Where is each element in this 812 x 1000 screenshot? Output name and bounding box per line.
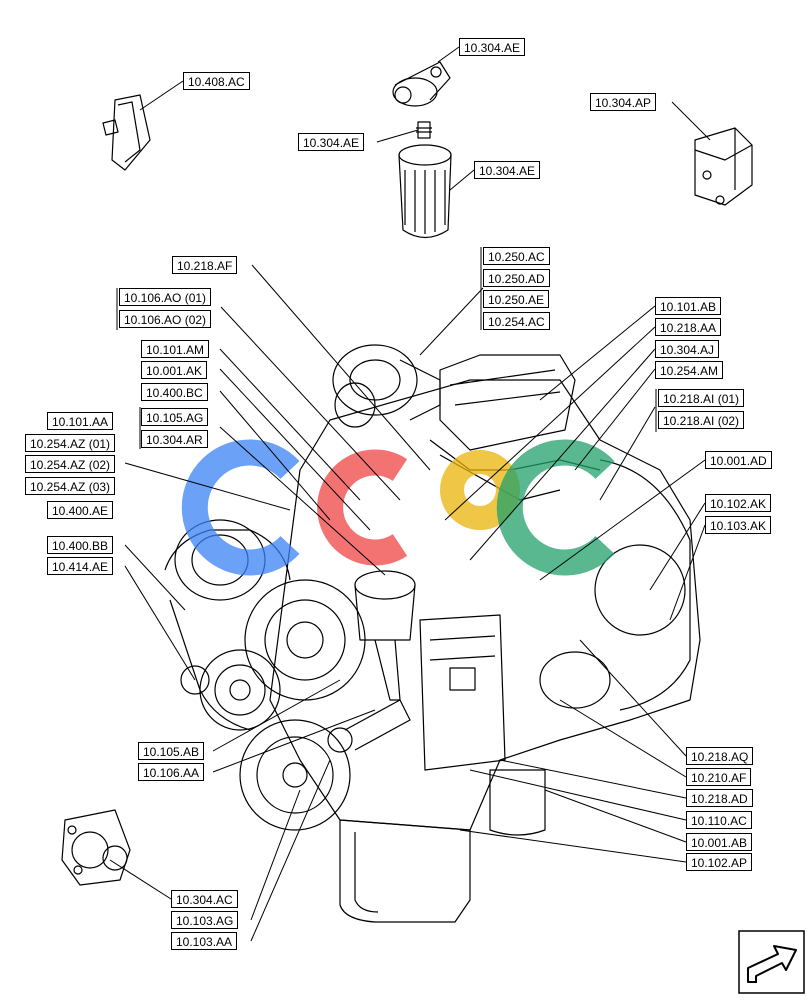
label-group-brackets — [116, 247, 657, 449]
label-10-105-ag[interactable]: 10.105.AG — [141, 408, 209, 426]
label-10-218-ad[interactable]: 10.218.AD — [686, 789, 753, 807]
label-10-218-ai-02[interactable]: 10.218.AI (02) — [658, 411, 745, 429]
leader-lines — [109, 46, 711, 942]
label-10-254-ac[interactable]: 10.254.AC — [483, 312, 550, 330]
label-10-103-ag[interactable]: 10.103.AG — [171, 911, 239, 929]
label-10-218-aq[interactable]: 10.218.AQ — [686, 747, 754, 765]
label-10-250-ad[interactable]: 10.250.AD — [483, 269, 550, 287]
label-10-105-ab[interactable]: 10.105.AB — [138, 742, 205, 760]
filter-head-drawing — [392, 61, 451, 107]
label-10-102-ak[interactable]: 10.102.AK — [705, 494, 772, 512]
label-10-106-aa[interactable]: 10.106.AA — [138, 763, 205, 781]
label-10-304-ar[interactable]: 10.304.AR — [141, 430, 208, 448]
label-10-102-ap[interactable]: 10.102.AP — [686, 853, 753, 871]
label-10-001-ab[interactable]: 10.001.AB — [686, 833, 753, 851]
label-10-103-aa[interactable]: 10.103.AA — [171, 932, 238, 950]
label-10-304-ae-fitting[interactable]: 10.304.AE — [298, 133, 365, 151]
label-10-001-ak[interactable]: 10.001.AK — [141, 361, 208, 379]
label-10-101-aa[interactable]: 10.101.AA — [47, 412, 114, 430]
hydraulic-pump-drawing — [694, 127, 753, 206]
label-10-101-ab[interactable]: 10.101.AB — [655, 297, 722, 315]
filter-cartridge-drawing — [398, 144, 452, 239]
label-10-400-bc[interactable]: 10.400.BC — [141, 383, 208, 401]
label-10-254-az-03[interactable]: 10.254.AZ (03) — [25, 477, 116, 495]
sensor-part-drawing — [102, 94, 151, 171]
label-10-254-az-01[interactable]: 10.254.AZ (01) — [25, 434, 116, 452]
oil-pump-drawing — [61, 809, 131, 886]
label-10-101-am[interactable]: 10.101.AM — [141, 340, 210, 358]
label-10-110-ac[interactable]: 10.110.AC — [686, 811, 752, 829]
label-10-218-ai-01[interactable]: 10.218.AI (01) — [658, 389, 745, 407]
label-10-218-af[interactable]: 10.218.AF — [172, 256, 238, 274]
next-page-arrow-icon[interactable] — [738, 930, 805, 994]
label-10-400-bb[interactable]: 10.400.BB — [47, 536, 114, 554]
label-10-210-af[interactable]: 10.210.AF — [686, 768, 752, 786]
label-10-304-ap[interactable]: 10.304.AP — [590, 93, 657, 111]
label-10-106-ao-02[interactable]: 10.106.AO (02) — [119, 310, 212, 328]
label-10-106-ao-01[interactable]: 10.106.AO (01) — [119, 288, 212, 306]
label-10-408-ac[interactable]: 10.408.AC — [183, 72, 250, 90]
fitting-drawing — [416, 121, 432, 139]
label-10-400-ae[interactable]: 10.400.AE — [47, 501, 114, 519]
label-10-103-ak[interactable]: 10.103.AK — [705, 516, 772, 534]
label-10-250-ae[interactable]: 10.250.AE — [483, 290, 550, 308]
label-10-001-ad[interactable]: 10.001.AD — [705, 451, 772, 469]
label-10-254-am[interactable]: 10.254.AM — [655, 361, 724, 379]
watermark-logo — [181, 439, 615, 576]
label-10-254-az-02[interactable]: 10.254.AZ (02) — [25, 455, 116, 473]
label-10-304-ae-cartridge[interactable]: 10.304.AE — [474, 161, 541, 179]
engine-assembly-drawing — [164, 344, 701, 923]
label-10-304-ac[interactable]: 10.304.AC — [171, 890, 238, 908]
label-10-250-ac[interactable]: 10.250.AC — [483, 247, 550, 265]
label-10-304-aj[interactable]: 10.304.AJ — [655, 340, 720, 358]
label-10-414-ae[interactable]: 10.414.AE — [47, 557, 114, 575]
label-10-218-aa[interactable]: 10.218.AA — [655, 318, 722, 336]
label-10-304-ae-filter-head[interactable]: 10.304.AE — [459, 38, 526, 56]
